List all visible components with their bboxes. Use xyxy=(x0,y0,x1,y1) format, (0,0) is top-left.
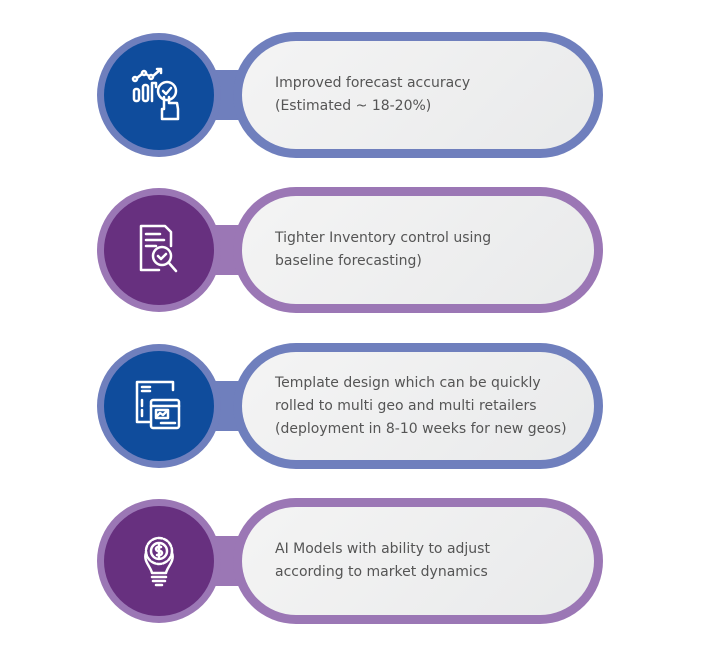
document-magnifier-check-icon xyxy=(139,224,178,273)
chart-hand-check-icon xyxy=(131,67,180,121)
lightbulb-gear-dollar-icon xyxy=(144,536,174,587)
template-layout-icon xyxy=(135,380,181,430)
benefit-row-forecast-accuracy: Improved forecast accuracy(Estimated ~ 1… xyxy=(0,32,727,158)
benefit-text: Improved forecast accuracy(Estimated ~ 1… xyxy=(275,75,471,114)
